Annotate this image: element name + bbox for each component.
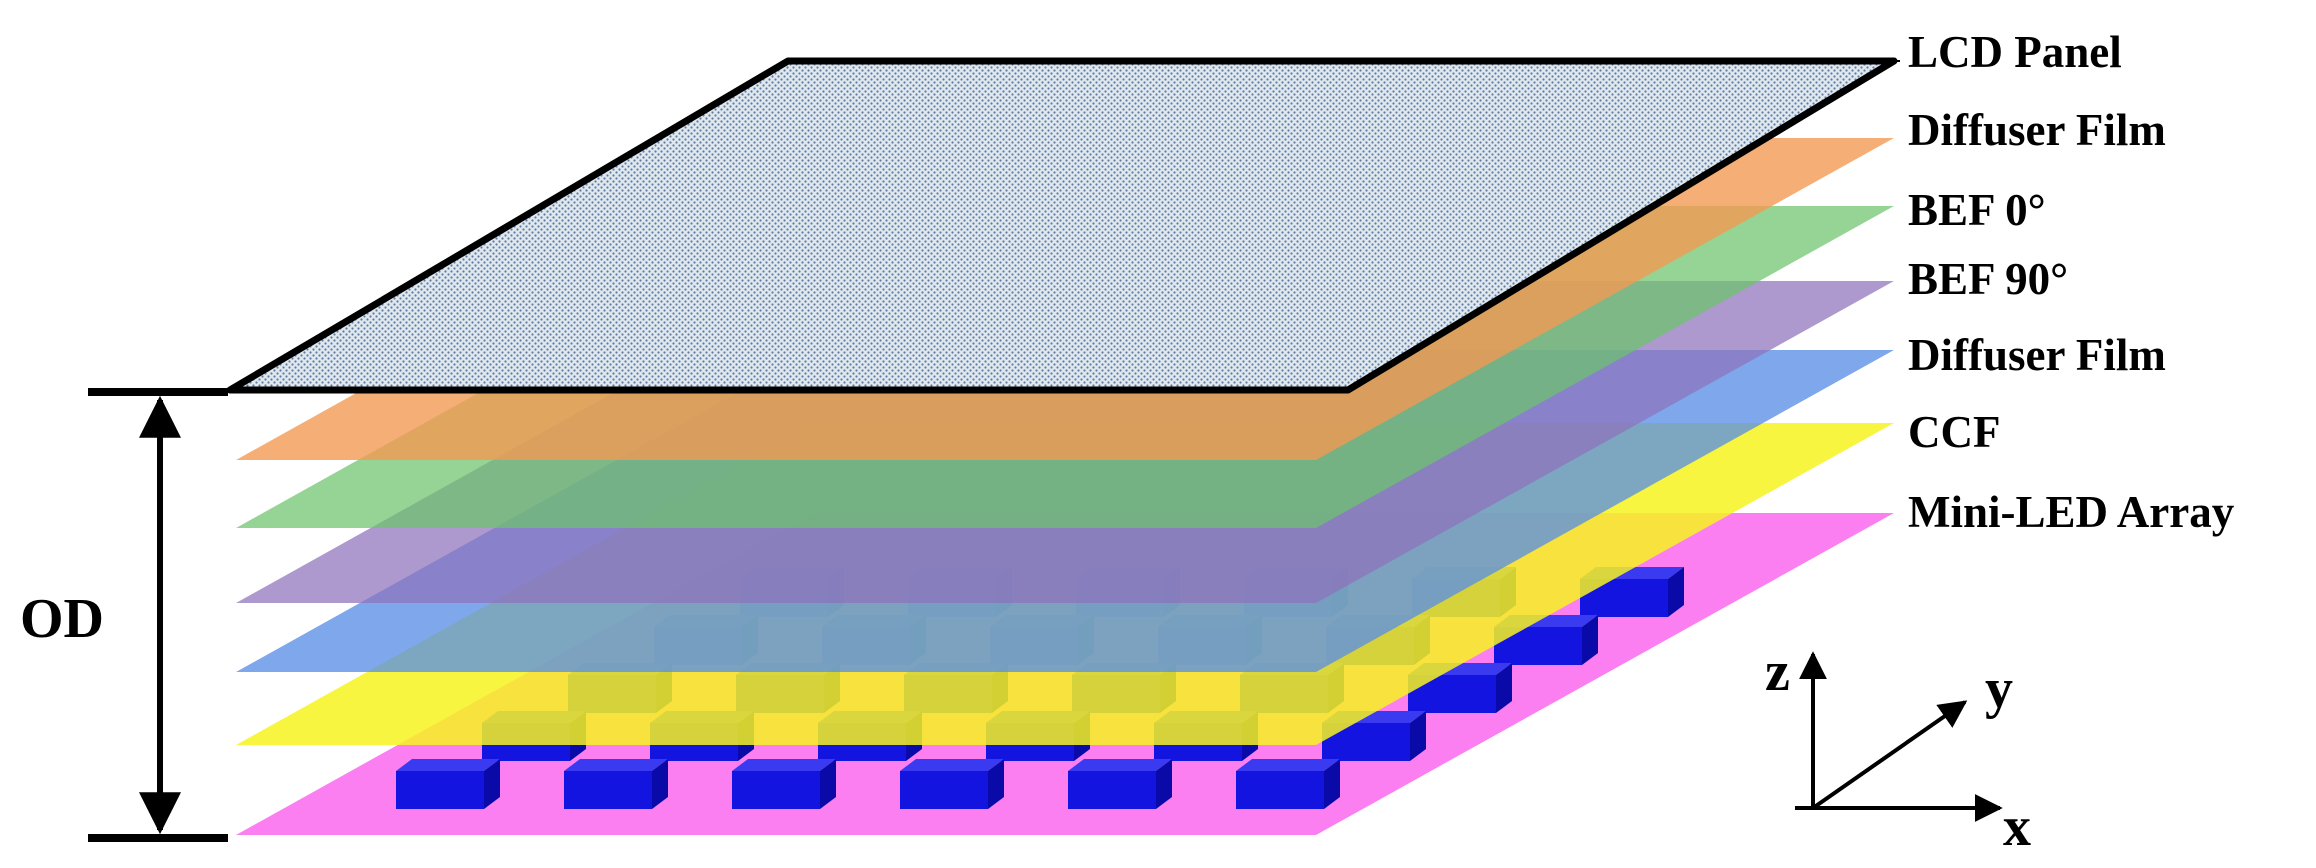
- mini-led-chip: [1322, 711, 1426, 761]
- mini-led-chip: [900, 759, 1004, 809]
- label-diffuser-film-upper: Diffuser Film: [1908, 105, 2166, 155]
- mini-led-chip: [1068, 759, 1172, 809]
- x-axis-label: x: [2003, 796, 2031, 858]
- label-diffuser-film-lower: Diffuser Film: [1908, 330, 2166, 380]
- mini-led-chip: [1494, 615, 1598, 665]
- mini-led-chip: [1236, 759, 1340, 809]
- coordinate-axes: [1795, 651, 2003, 822]
- mini-led-chip: [564, 759, 668, 809]
- label-bef-90: BEF 90°: [1908, 254, 2068, 304]
- label-mini-led-array: Mini-LED Array: [1908, 487, 2235, 537]
- mini-led-chip: [396, 759, 500, 809]
- od-label: OD: [20, 588, 104, 650]
- label-ccf: CCF: [1908, 407, 2000, 457]
- label-lcd-panel: LCD Panel: [1908, 27, 2122, 77]
- od-dimension: [88, 388, 228, 842]
- y-axis-label: y: [1985, 658, 2013, 720]
- mini-led-chip: [732, 759, 836, 809]
- label-bef-0: BEF 0°: [1908, 185, 2046, 235]
- y-axis: [1811, 700, 1968, 810]
- z-axis-label: z: [1765, 641, 1790, 703]
